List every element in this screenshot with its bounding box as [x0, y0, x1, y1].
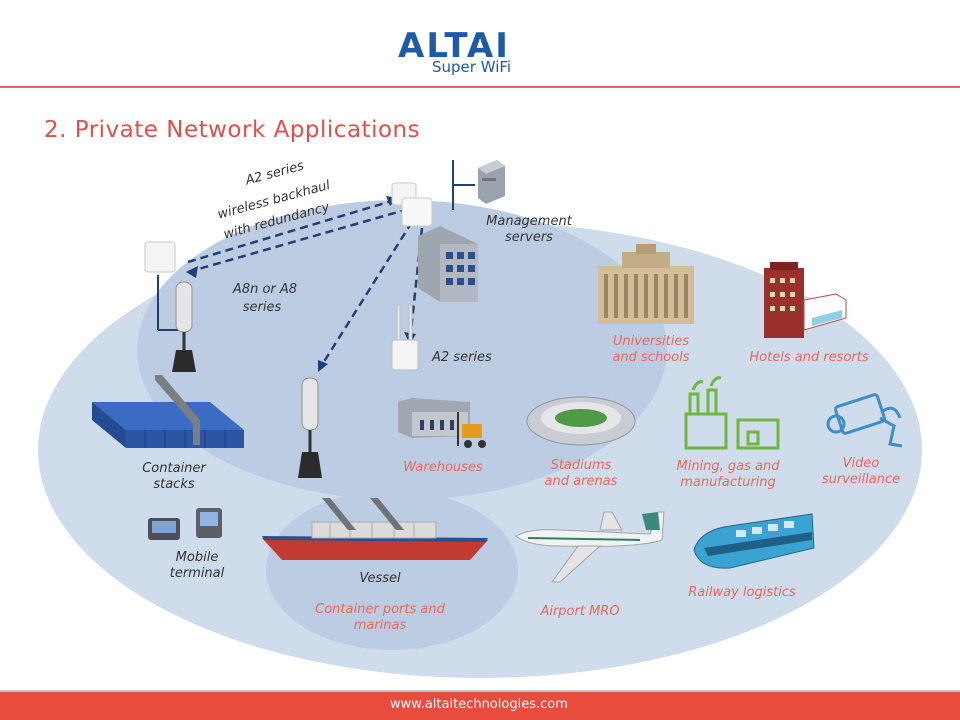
universities-label: Universities — [612, 334, 690, 349]
hotel-building-icon — [764, 262, 847, 338]
stadiums-label: Stadiums — [550, 458, 612, 473]
container-ports-label: Container ports and — [315, 602, 445, 617]
container-stacks-label-line-2: stacks — [153, 477, 195, 492]
footer-divider — [0, 690, 960, 692]
a8-tower-left — [172, 281, 196, 372]
railway-label: Railway logistics — [688, 585, 796, 600]
header-divider — [0, 86, 960, 88]
a8-tower-center — [298, 377, 322, 478]
video-surveillance-label: Video — [842, 456, 880, 471]
a2-access-point-icon — [391, 304, 419, 371]
warehouse-icon — [398, 398, 470, 438]
management-servers-label: Management — [486, 214, 572, 229]
backhaul-link-2 — [187, 208, 406, 274]
mining-label: Mining, gas and — [676, 459, 780, 474]
page-title: 2. Private Network Applications — [44, 117, 421, 143]
mobile-terminal-label-line-2: terminal — [169, 566, 225, 581]
backhaul-link-1 — [187, 198, 396, 264]
a2-backhaul-unit-left — [144, 241, 176, 273]
hotels-label: Hotels and resorts — [749, 350, 869, 365]
university-building-icon — [598, 244, 694, 324]
backhaul-link-3 — [318, 221, 414, 369]
airport-label: Airport MRO — [540, 604, 620, 619]
a2-series-label: A2 series — [432, 350, 492, 365]
container-ports-label-line-2: marinas — [353, 618, 407, 633]
altai-logo: ALTAI — [398, 26, 510, 66]
a8-series-label: A8n or A8 — [232, 282, 298, 297]
mobile-terminal-icon — [148, 508, 222, 540]
logo-tagline: Super WiFi — [432, 58, 512, 76]
footer-bar — [0, 692, 960, 720]
container-stacks-icon — [92, 375, 244, 448]
management-servers-label-line-2: servers — [505, 230, 553, 245]
vessel-icon — [262, 498, 488, 560]
train-icon — [693, 513, 815, 569]
a2-backhaul-unit-top — [391, 182, 433, 227]
mining-label-line-2: manufacturing — [680, 475, 776, 490]
airplane-icon — [515, 511, 665, 583]
vessel-label: Vessel — [359, 571, 401, 586]
a8-series-label-line-2: series — [242, 300, 282, 315]
mobile-terminal-label: Mobile — [175, 550, 219, 565]
container-stacks-label: Container — [142, 461, 206, 476]
warehouses-label: Warehouses — [403, 460, 483, 475]
video-camera-icon — [826, 393, 903, 448]
stadium-icon — [526, 396, 636, 446]
factory-icon — [684, 376, 780, 450]
universities-label-line-2: and schools — [612, 350, 690, 365]
footer-url: www.altaitechnologies.com — [390, 697, 568, 712]
stadiums-label-line-2: and arenas — [544, 474, 618, 489]
forklift-icon — [457, 412, 486, 448]
video-surveillance-label-line-2: surveillance — [821, 472, 901, 487]
office-building-icon — [418, 226, 478, 302]
management-server-icon — [478, 160, 505, 204]
